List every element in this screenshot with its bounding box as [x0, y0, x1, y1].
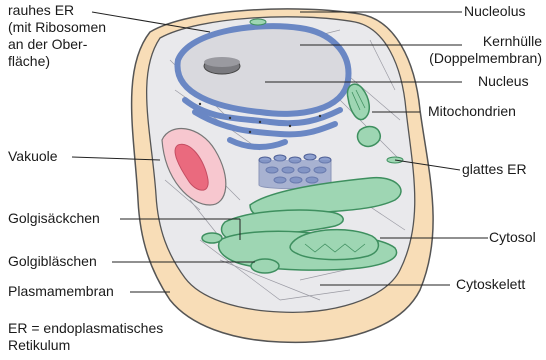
label-nucleolus: Nucleolus [464, 3, 525, 20]
label-cytoskelett: Cytoskelett [456, 276, 525, 293]
label-golgiblaeschen: Golgibläschen [8, 253, 97, 270]
label-er-legend: ER = endoplasmatisches Retikulum [8, 320, 163, 354]
label-glattes-er: glattes ER [462, 161, 527, 178]
label-vakuole: Vakuole [8, 148, 58, 165]
nucleus [177, 26, 348, 114]
label-kernhuelle: Kernhülle (Doppelmembran) [412, 33, 542, 67]
label-nucleus: Nucleus [478, 73, 529, 90]
label-golgisaeckchen: Golgisäckchen [8, 210, 100, 227]
golgi-vesicle [251, 259, 279, 273]
label-plasmamembran: Plasmamembran [8, 283, 114, 300]
label-cytosol: Cytosol [489, 229, 536, 246]
label-rauhes-er: rauhes ER (mit Ribosomen an der Ober- fl… [8, 2, 106, 70]
label-mitochondrien: Mitochondrien [428, 103, 516, 120]
